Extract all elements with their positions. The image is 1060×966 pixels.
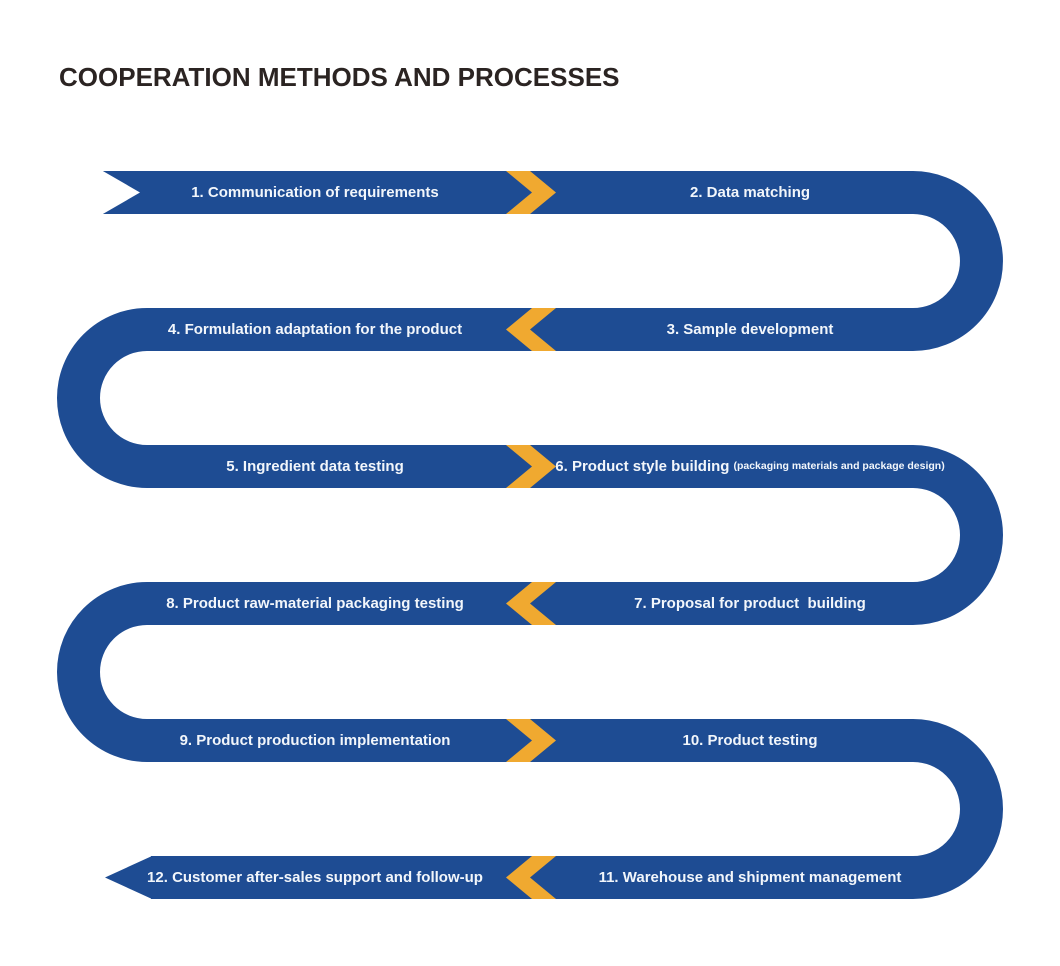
chevron-right-icon: [506, 171, 556, 214]
step-label: 3. Sample development: [666, 321, 834, 338]
chevron-left-icon: [506, 856, 556, 899]
step-label: 1. Communication of requirements: [191, 184, 439, 201]
step-label-main: 6. Product style building: [555, 458, 730, 475]
chevron-right-icon: [506, 445, 556, 488]
flow-ribbon-path: [57, 171, 1003, 899]
step-label: 12. Customer after-sales support and fol…: [147, 869, 483, 886]
step-label: 8. Product raw-material packaging testin…: [166, 595, 464, 612]
step-label: 7. Proposal for product building: [634, 595, 866, 612]
step-label: 9. Product production implementation: [179, 732, 451, 749]
chevron-right-icon: [506, 719, 556, 762]
step-label: 10. Product testing: [682, 732, 818, 749]
chevron-left-icon: [506, 582, 556, 625]
step-label: 11. Warehouse and shipment management: [598, 869, 902, 886]
step-label: 2. Data matching: [689, 184, 811, 201]
step-label: 6. Product style building (packaging mat…: [555, 445, 944, 488]
step-label: 4. Formulation adaptation for the produc…: [167, 321, 463, 338]
ribbon-start-notch: [102, 170, 140, 215]
step-label-note: (packaging materials and package design): [733, 460, 945, 473]
chevron-left-icon: [506, 308, 556, 351]
ribbon-end-arrow: [105, 856, 152, 899]
step-label: 5. Ingredient data testing: [226, 458, 404, 475]
page-title: COOPERATION METHODS AND PROCESSES: [59, 62, 620, 92]
